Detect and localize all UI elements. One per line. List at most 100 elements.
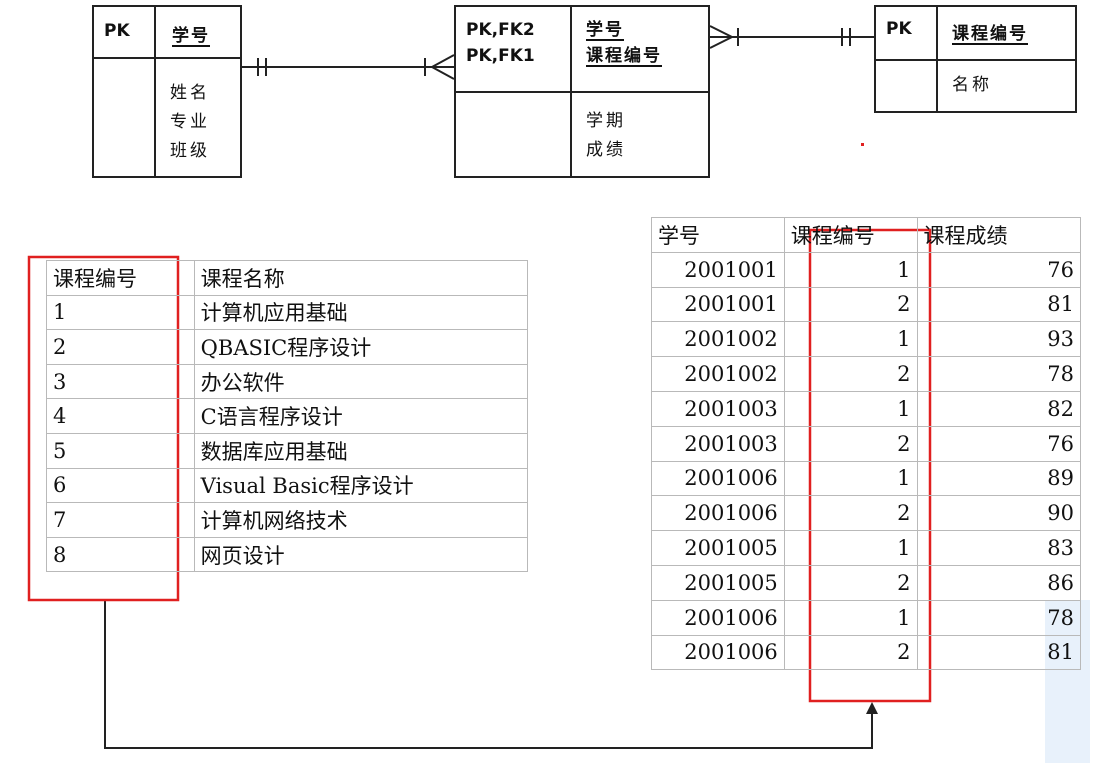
header-course-name: 课程名称	[193, 260, 529, 296]
foreign-key-connector	[104, 600, 873, 749]
course-name-cell: 计算机网络技术	[193, 502, 529, 538]
student-id-cell: 2001005	[651, 564, 785, 601]
course-id-cell: 1	[783, 599, 918, 636]
course-key-field: 课程编号	[952, 24, 1028, 44]
score-cell: 81	[916, 634, 1081, 671]
course-name-cell: QBASIC程序设计	[193, 329, 529, 365]
course-id-cell: 2	[783, 425, 918, 462]
course-id-cell: 1	[783, 390, 918, 427]
course-id-cell: 4	[46, 398, 195, 434]
course-name-cell: 办公软件	[193, 363, 529, 400]
score-table-header: 学号 课程编号 课程成绩	[651, 217, 1081, 253]
course-table-header: 课程编号 课程名称	[46, 260, 529, 296]
course-pk-label: PK	[886, 19, 912, 39]
course-id-cell: 1	[783, 251, 918, 288]
header-course-id: 课程编号	[46, 260, 195, 296]
course-name-cell: C语言程序设计	[193, 398, 529, 434]
student-id-cell: 2001003	[651, 390, 785, 427]
score-cell: 82	[916, 390, 1081, 427]
student-id-cell: 2001005	[651, 530, 785, 566]
course-id-cell: 3	[46, 363, 195, 400]
course-attr-name: 名称	[952, 75, 992, 95]
enrollment-key-course-id: 课程编号	[586, 46, 662, 66]
enrollment-attr-term: 学期	[586, 111, 626, 131]
score-cell: 81	[916, 286, 1081, 323]
score-cell: 89	[916, 460, 1081, 497]
student-id-cell: 2001006	[651, 634, 785, 671]
enrollment-pk-fk1: PK,FK1	[466, 46, 535, 66]
course-id-cell: 5	[46, 432, 195, 469]
student-key-field: 学号	[172, 26, 210, 46]
course-id-cell: 2	[783, 286, 918, 323]
student-attr-name: 姓名	[170, 83, 210, 103]
student-enrollment-relationship	[242, 54, 455, 80]
course-id-cell: 2	[783, 564, 918, 601]
header-score: 课程成绩	[916, 217, 1081, 253]
enrollment-attributes: 学期 成绩	[586, 107, 626, 165]
course-id-cell: 1	[783, 321, 918, 358]
course-id-cell: 2	[46, 329, 195, 365]
header-course-id: 课程编号	[783, 217, 918, 253]
student-attr-major: 专业	[170, 112, 210, 132]
score-cell: 93	[916, 321, 1081, 358]
course-name-cell: 网页设计	[193, 536, 529, 573]
course-id-cell: 2	[783, 356, 918, 392]
enrollment-course-relationship	[709, 25, 874, 49]
student-id-cell: 2001003	[651, 425, 785, 462]
student-pk-label: PK	[104, 21, 130, 41]
enrollment-pk-fk-labels: PK,FK2 PK,FK1	[466, 17, 535, 69]
header-student-id: 学号	[651, 217, 785, 253]
course-entity: PK 课程编号 名称	[874, 5, 1077, 113]
enrollment-pk-fk2: PK,FK2	[466, 20, 535, 40]
score-cell: 78	[916, 356, 1081, 392]
score-cell: 76	[916, 425, 1081, 462]
course-id-cell: 2	[783, 495, 918, 532]
course-name-cell: 计算机应用基础	[193, 294, 529, 331]
score-cell: 76	[916, 251, 1081, 288]
connector-arrowhead	[866, 702, 878, 714]
course-id-cell: 7	[46, 502, 195, 538]
score-cell: 86	[916, 564, 1081, 601]
course-name-cell: 数据库应用基础	[193, 432, 529, 469]
score-cell: 90	[916, 495, 1081, 532]
enrollment-key-student-id: 学号	[586, 20, 624, 40]
student-id-cell: 2001001	[651, 251, 785, 288]
student-attr-class: 班级	[170, 141, 210, 161]
student-id-cell: 2001006	[651, 460, 785, 497]
student-id-cell: 2001002	[651, 321, 785, 358]
student-id-cell: 2001006	[651, 599, 785, 636]
student-id-cell: 2001006	[651, 495, 785, 532]
student-entity: PK 学号 姓名 专业 班级	[92, 5, 242, 178]
course-name-cell: Visual Basic程序设计	[193, 467, 529, 504]
course-id-cell: 2	[783, 634, 918, 671]
course-id-cell: 6	[46, 467, 195, 504]
score-cell: 83	[916, 530, 1081, 566]
student-attributes: 姓名 专业 班级	[170, 79, 210, 166]
course-id-cell: 1	[46, 294, 195, 331]
enrollment-attr-score: 成绩	[586, 140, 626, 160]
enrollment-entity: PK,FK2 PK,FK1 学号 课程编号 学期 成绩	[454, 5, 710, 178]
score-cell: 78	[916, 599, 1081, 636]
stray-dot	[861, 143, 864, 146]
